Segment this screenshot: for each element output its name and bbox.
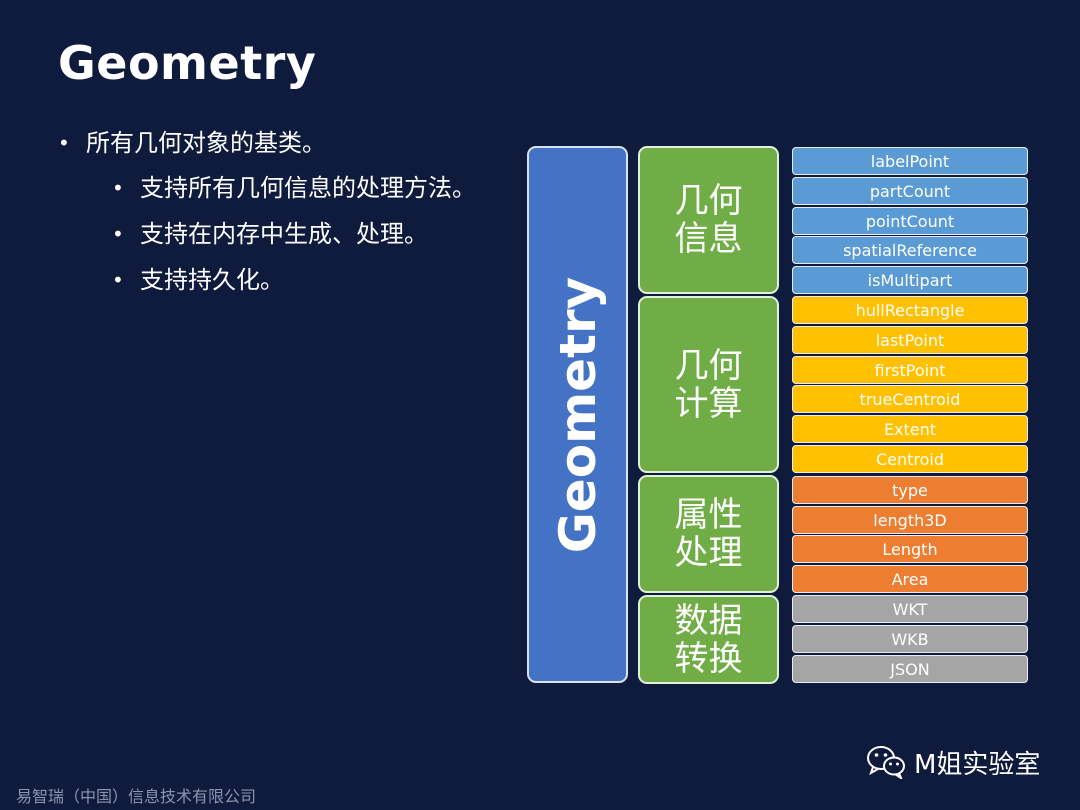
group-box-calc: 几何计算 (638, 296, 779, 473)
footer-company: 易智瑞（中国）信息技术有限公司 (16, 787, 257, 806)
item-box: Length (792, 535, 1028, 563)
wechat-icon (867, 746, 905, 779)
bullet-list: 所有几何对象的基类。 支持所有几何信息的处理方法。 支持在内存中生成、处理。 支… (58, 128, 476, 311)
item-box: JSON (792, 655, 1028, 683)
group-label: 几何计算 (674, 345, 743, 424)
item-box: isMultipart (792, 266, 1028, 294)
item-box: Centroid (792, 445, 1028, 473)
item-box: Extent (792, 415, 1028, 443)
brand-watermark: M姐实验室 (866, 744, 1040, 780)
item-box: labelPoint (792, 147, 1028, 175)
group-label: 数据转换 (674, 600, 743, 679)
geometry-root-label: Geometry (548, 276, 607, 553)
item-box: lastPoint (792, 326, 1028, 354)
bullet-item: 支持在内存中生成、处理。 (112, 219, 476, 249)
group-label: 几何信息 (674, 181, 743, 259)
item-box: spatialReference (792, 236, 1028, 264)
group-box-attr: 属性处理 (638, 475, 779, 593)
item-box: length3D (792, 506, 1028, 534)
item-box: Area (792, 565, 1028, 593)
item-box: type (792, 476, 1028, 504)
item-box: WKB (792, 625, 1028, 653)
group-box-conv: 数据转换 (638, 595, 779, 684)
slide-title: Geometry (58, 36, 317, 90)
item-box: partCount (792, 177, 1028, 205)
geometry-root-box: Geometry (527, 146, 628, 683)
item-box: trueCentroid (792, 385, 1028, 413)
item-box: WKT (792, 595, 1028, 623)
group-box-info: 几何信息 (638, 146, 779, 294)
bullet-item: 支持持久化。 (112, 265, 476, 295)
bullet-item: 支持所有几何信息的处理方法。 (112, 173, 476, 203)
item-box: hullRectangle (792, 296, 1028, 324)
brand-label: M姐实验室 (914, 749, 1041, 780)
item-box: firstPoint (792, 356, 1028, 384)
bullet-item: 所有几何对象的基类。 (58, 128, 476, 158)
group-label: 属性处理 (674, 495, 743, 573)
item-box: pointCount (792, 207, 1028, 235)
